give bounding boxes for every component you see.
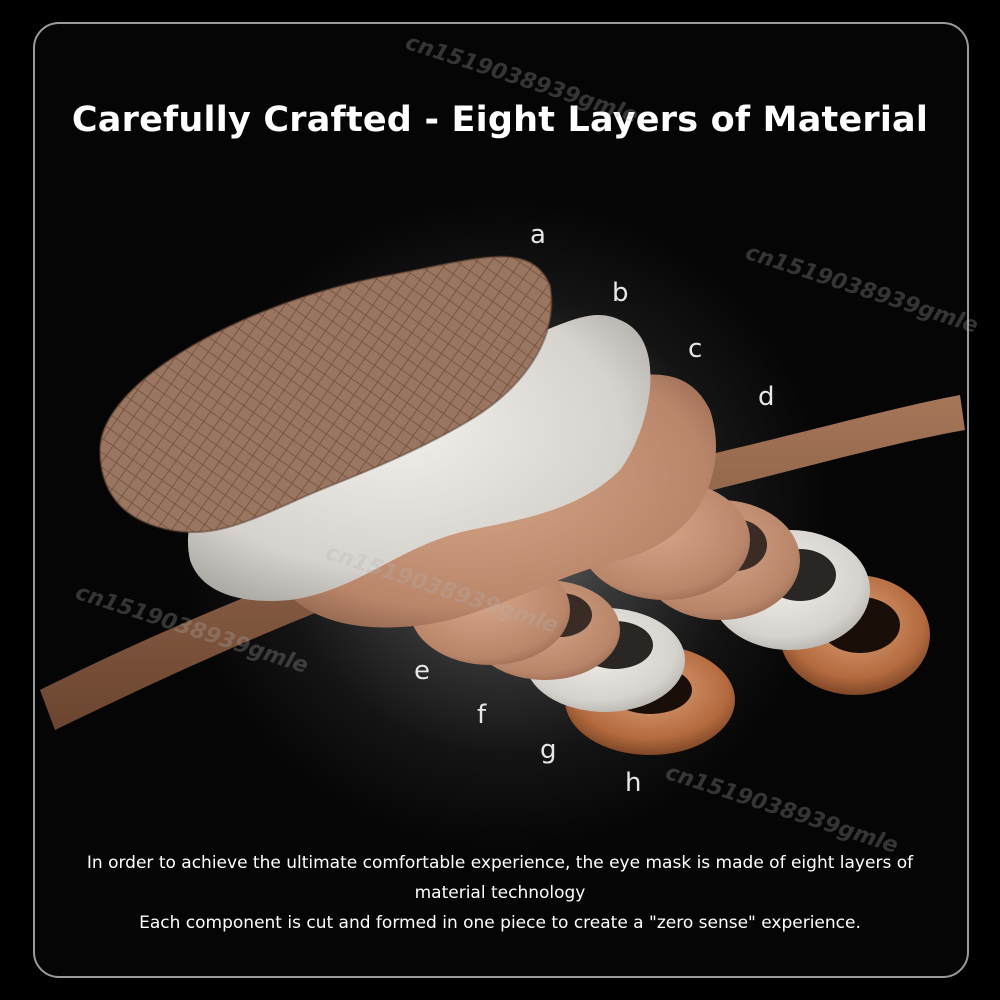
caption-line-2: material technology <box>414 883 586 903</box>
layer-label-g: g <box>540 735 557 765</box>
layer-label-c: c <box>688 334 703 364</box>
layer-label-a: a <box>530 220 546 250</box>
caption-line-3: Each component is cut and formed in one … <box>139 913 861 933</box>
caption-line-1: In order to achieve the ultimate comfort… <box>86 853 914 873</box>
layer-label-e: e <box>414 656 430 686</box>
strap-layer-d <box>40 395 965 730</box>
mesh-layer-a <box>100 256 552 533</box>
layer-label-d: d <box>758 382 775 412</box>
foam-layer-b <box>187 314 651 601</box>
page-title: Carefully Crafted - Eight Layers of Mate… <box>71 100 929 140</box>
layer-label-h: h <box>625 768 642 798</box>
layer-label-f: f <box>477 700 487 730</box>
layer-label-b: b <box>612 278 629 308</box>
